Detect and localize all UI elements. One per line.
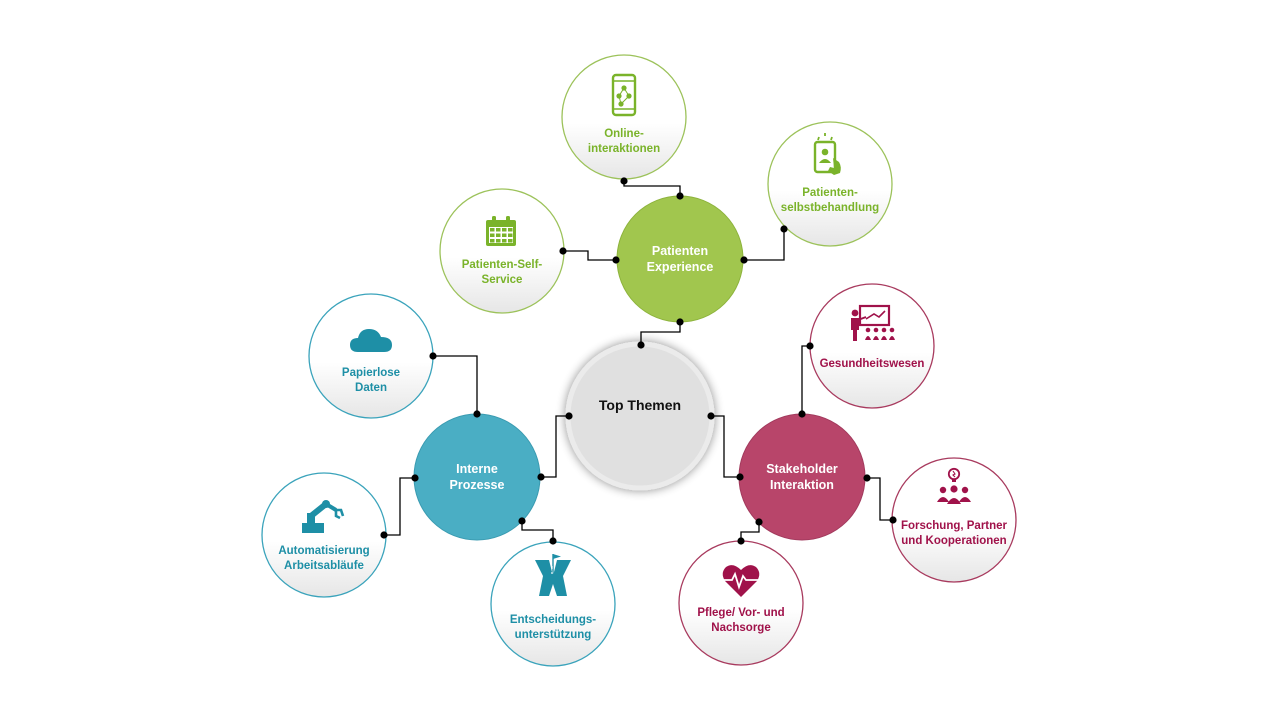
connector-dot (518, 517, 526, 525)
connector-dot (473, 410, 481, 418)
node-label-line: Automatisierung (278, 545, 370, 557)
idea-team-icon (937, 467, 971, 504)
node-label-line: interaktionen (587, 143, 661, 155)
hub-label-line: Interne (456, 462, 498, 476)
node-label-line: Gesundheitswesen (819, 358, 925, 370)
hub-label-line: Interaktion (770, 478, 834, 492)
hub-label-line: Prozesse (449, 478, 505, 492)
node-label-line: Patienten-Self- (461, 259, 543, 271)
connector-dot (537, 473, 545, 481)
smartphone-network-icon (611, 73, 637, 117)
connector-dots (380, 177, 897, 545)
connector-dot (806, 342, 814, 350)
connector-dot (549, 537, 557, 545)
hub-label-line: Stakeholder (766, 462, 838, 476)
connector-dot (740, 256, 748, 264)
node-pflege-label: Pflege/ Vor- und Nachsorge (676, 606, 806, 636)
node-label-line: Nachsorge (711, 622, 771, 634)
connector-dot (676, 318, 684, 326)
node-label-line: Online- (604, 128, 644, 140)
connector-dot (565, 412, 573, 420)
hub-label-line: Experience (646, 260, 714, 274)
connector-patienten-selfservice (563, 250, 616, 261)
node-label-line: Papierlose (341, 367, 401, 379)
phone-user-hand-icon (813, 133, 841, 175)
node-label-line: Service (481, 274, 523, 286)
node-label-line: Daten (355, 382, 387, 394)
robot-arm-icon (302, 500, 345, 533)
connector-center-intern (541, 415, 569, 478)
node-label-line: Entscheidungs- (509, 614, 597, 626)
node-automatisierung-label: Automatisierung Arbeitsabläufe (264, 544, 384, 574)
node-gesundheit-circle (809, 283, 935, 409)
connector-dot (780, 225, 788, 233)
connector-dot (559, 247, 567, 255)
cloud-icon (350, 329, 392, 352)
connector-dot (620, 177, 628, 185)
connector-intern-papierlos (433, 355, 478, 414)
connector-dot (863, 474, 871, 482)
connector-dot (737, 537, 745, 545)
connector-dot (411, 474, 419, 482)
center-circle (565, 341, 715, 491)
connector-intern-automatisierung (384, 477, 415, 536)
node-pflege-circle (678, 540, 804, 666)
connector-patienten-selbstbehandlung (744, 229, 785, 261)
road-flag-icon (535, 554, 571, 596)
node-label-line: und Kooperationen (901, 535, 1007, 547)
connector-stakeholder-forschung (867, 477, 893, 521)
hub-patienten-label: Patienten Experience (620, 243, 740, 275)
node-label-line: Arbeitsabläufe (284, 560, 364, 572)
connector-dot (755, 518, 763, 526)
node-forschung-label: Forschung, Partner und Kooperationen (889, 519, 1019, 549)
connector-dot (380, 531, 388, 539)
connector-patienten-online (623, 181, 681, 196)
node-selbstbehandlung-label: Patienten- selbstbehandlung (770, 186, 890, 216)
node-online-label: Online- interaktionen (564, 127, 684, 157)
hub-intern-label: Interne Prozesse (417, 461, 537, 493)
heart-pulse-icon (721, 565, 762, 597)
connector-dot (707, 412, 715, 420)
connector-dot (798, 410, 806, 418)
connector-dot (429, 352, 437, 360)
connector-dot (889, 516, 897, 524)
connector-dot (612, 256, 620, 264)
connector-dot (676, 192, 684, 200)
outer-nodes (261, 54, 1017, 667)
hub-label-line: Patienten (651, 244, 709, 258)
node-gesundheit-label: Gesundheitswesen (807, 357, 937, 372)
node-selfservice-label: Patienten-Self- Service (442, 258, 562, 288)
connector-dot (637, 341, 645, 349)
connector-center-patienten (640, 322, 681, 345)
node-label-line: unterstützung (514, 629, 592, 641)
node-online-circle (561, 54, 687, 180)
center-label-line: Top Themen (598, 397, 682, 413)
calendar-icon (486, 216, 516, 246)
node-selfservice-circle (439, 188, 565, 314)
node-selbstbehandlung-circle (767, 121, 893, 247)
connector-center-stakeholder (711, 415, 740, 478)
node-papierlos-label: Papierlose Daten (311, 366, 431, 396)
presentation-icon (851, 304, 895, 341)
node-papierlos-circle (308, 293, 434, 419)
node-automatisierung-circle (261, 472, 387, 598)
node-label-line: Patienten- (802, 187, 858, 199)
node-label-line: Pflege/ Vor- und (697, 607, 785, 619)
node-label-line: Forschung, Partner (900, 520, 1008, 532)
connector-dot (736, 473, 744, 481)
node-label-line: selbstbehandlung (780, 202, 880, 214)
hub-stakeholder-label: Stakeholder Interaktion (742, 461, 862, 493)
connector-stakeholder-pflege (740, 522, 760, 541)
center-label: Top Themen (570, 398, 710, 413)
node-entscheidung-label: Entscheidungs- unterstützung (493, 613, 613, 643)
connector-intern-entscheidung (521, 521, 554, 541)
